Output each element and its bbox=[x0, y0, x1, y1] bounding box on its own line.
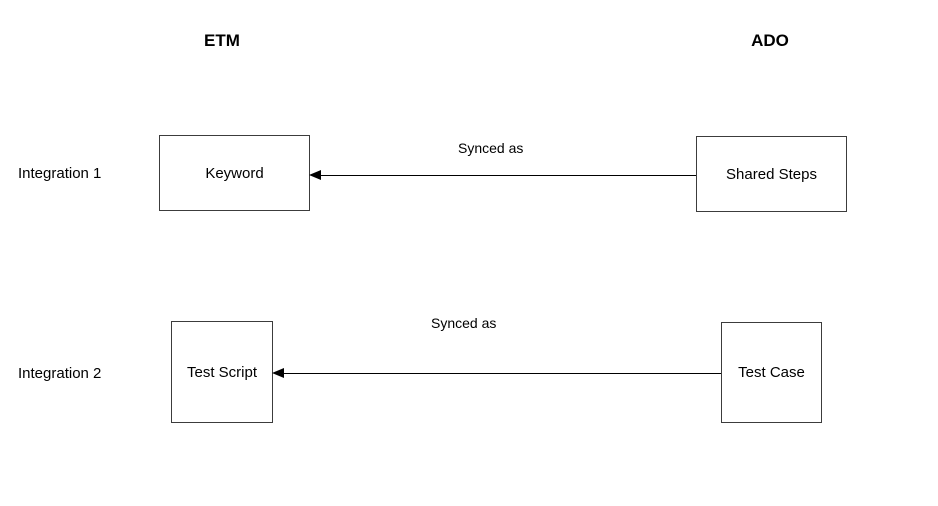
edge-label-integration-1: Synced as bbox=[455, 141, 527, 155]
connector-line-integration-1 bbox=[320, 175, 696, 176]
edge-label-integration-2: Synced as bbox=[428, 316, 500, 330]
node-box-test-script-label: Test Script bbox=[186, 363, 258, 381]
node-box-keyword[interactable]: Keyword bbox=[159, 135, 310, 211]
node-box-shared-steps[interactable]: Shared Steps bbox=[696, 136, 847, 212]
arrow-left-icon bbox=[272, 368, 284, 378]
column-header-etm: ETM bbox=[204, 31, 240, 50]
column-header-ado: ADO bbox=[751, 31, 789, 50]
node-box-test-case-label: Test Case bbox=[738, 364, 805, 381]
node-box-test-script[interactable]: Test Script bbox=[171, 321, 273, 423]
node-box-shared-steps-label: Shared Steps bbox=[726, 165, 817, 183]
connector-line-integration-2 bbox=[283, 373, 721, 374]
arrow-left-icon bbox=[309, 170, 321, 180]
node-box-test-case[interactable]: Test Case bbox=[721, 322, 822, 423]
row-label-integration-1: Integration 1 bbox=[18, 165, 102, 182]
node-box-keyword-label: Keyword bbox=[205, 164, 264, 182]
row-label-integration-2: Integration 2 bbox=[18, 365, 102, 382]
